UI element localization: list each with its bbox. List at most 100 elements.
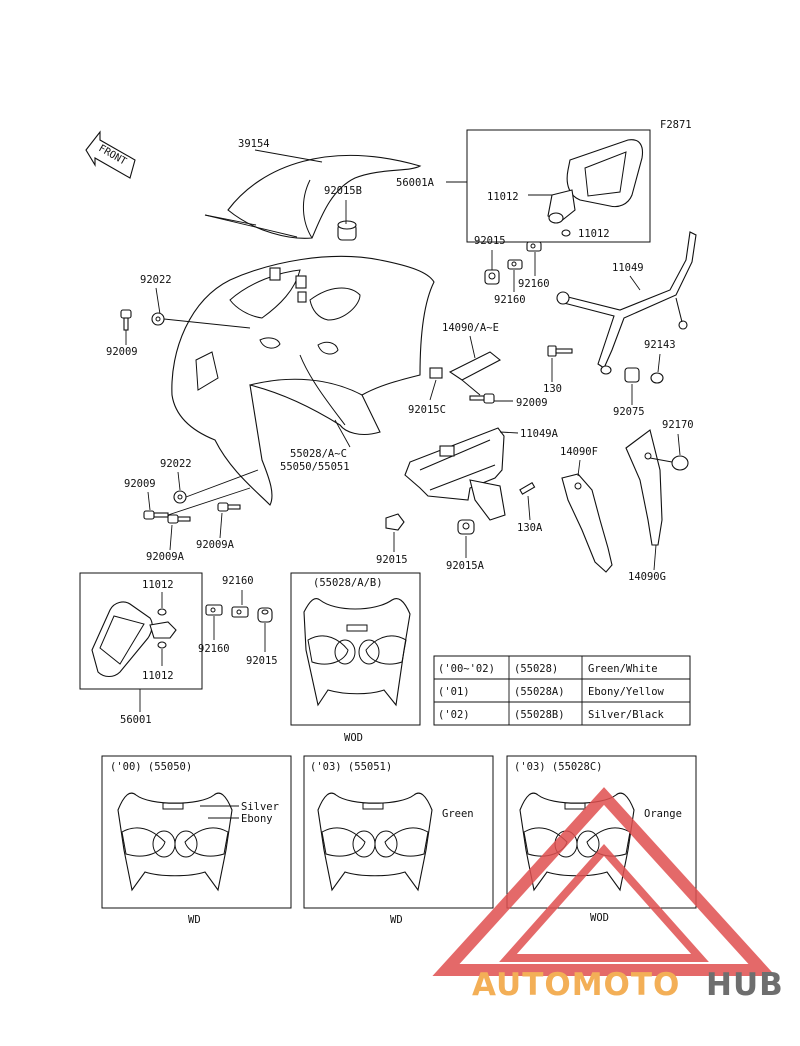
inset-wod-top xyxy=(290,572,421,726)
table-row-1-year: ('00~'02) xyxy=(438,663,495,675)
label-92009-c: 92009 xyxy=(124,478,156,490)
label-92143: 92143 xyxy=(644,339,676,351)
inset-55028C-caption: WOD xyxy=(590,912,609,924)
bolt-130A-icon xyxy=(519,482,536,495)
inset-55050 xyxy=(101,755,292,909)
inset-wod-top-title: (55028/A/B) xyxy=(313,577,383,589)
label-39154: 39154 xyxy=(238,138,270,150)
label-92015A: 92015A xyxy=(446,560,485,572)
inset-wod-top-caption: WOD xyxy=(344,732,363,744)
label-11012-a: 11012 xyxy=(487,191,519,203)
figure-code: F2871 xyxy=(660,119,692,131)
bracket-14090 xyxy=(429,351,501,396)
label-14090: 14090/A~E xyxy=(442,322,499,334)
bolt-92009-b-icon xyxy=(469,393,495,404)
grommet-92170-icon xyxy=(671,455,689,471)
label-92160-a: 92160 xyxy=(494,294,526,306)
mirror-56001-box xyxy=(79,572,203,690)
bolt-92009A-a-icon xyxy=(167,514,191,524)
table-row-1-color: Green/White xyxy=(588,663,658,675)
label-56001A: 56001A xyxy=(396,177,435,189)
inset-55050-color-1: Silver xyxy=(241,801,279,813)
inset-55051-color-1: Green xyxy=(442,808,474,820)
label-130A: 130A xyxy=(517,522,543,534)
bolt-130-icon xyxy=(547,345,573,357)
mirror-56001A xyxy=(547,139,644,224)
cover-14090F xyxy=(561,473,613,573)
cowling-front-view-c xyxy=(317,792,433,892)
cowling-front-view-a xyxy=(303,597,411,707)
label-92015B: 92015B xyxy=(324,185,362,197)
label-11012-d: 11012 xyxy=(142,670,174,682)
label-11049: 11049 xyxy=(612,262,644,274)
mirror-56001 xyxy=(91,601,177,678)
inset-55050-title: ('00) (55050) xyxy=(110,761,192,773)
nut-92160-b-icon xyxy=(526,241,542,252)
label-11049A: 11049A xyxy=(520,428,559,440)
bolt-92009A-b-icon xyxy=(217,502,241,512)
label-92015C: 92015C xyxy=(408,404,446,416)
label-92009A-b: 92009A xyxy=(196,539,235,551)
inset-55028C-color-1: Orange xyxy=(644,808,682,820)
label-92009-b: 92009 xyxy=(516,397,548,409)
table-row-2-color: Ebony/Yellow xyxy=(588,686,665,698)
upper-cowling xyxy=(171,255,435,506)
label-92160-d: 92160 xyxy=(198,643,230,655)
label-14090F: 14090F xyxy=(560,446,598,458)
label-130: 130 xyxy=(543,383,562,395)
grommet-92015-b-icon xyxy=(385,513,405,531)
label-92015-b: 92015 xyxy=(376,554,408,566)
label-92015-a: 92015 xyxy=(474,235,506,247)
stay-11049A xyxy=(404,427,506,521)
label-92022-a: 92022 xyxy=(140,274,172,286)
label-11012-c: 11012 xyxy=(142,579,174,591)
label-92009-a: 92009 xyxy=(106,346,138,358)
washer-92022-icon xyxy=(151,312,165,326)
nut-92160-d-icon xyxy=(231,606,249,618)
cover-14090G xyxy=(625,429,663,546)
color-table: ('00~'02) (55028) Green/White ('01) (550… xyxy=(433,655,691,726)
grommet-92075-icon xyxy=(624,367,640,383)
clip-92143-icon xyxy=(650,372,664,384)
label-92170: 92170 xyxy=(662,419,694,431)
nut-92160-a-icon xyxy=(507,259,523,270)
label-92075: 92075 xyxy=(613,406,645,418)
watermark-text-2: HUB xyxy=(706,967,784,1003)
label-14090G: 14090G xyxy=(628,571,666,583)
table-row-3-part: (55028B) xyxy=(514,709,565,721)
label-56001: 56001 xyxy=(120,714,152,726)
cowling-front-view-b xyxy=(117,792,233,892)
grommet-92015B-icon xyxy=(337,220,357,241)
mirror-56001A-box xyxy=(466,129,651,243)
label-11012-b: 11012 xyxy=(578,228,610,240)
table-row-1-part: (55028) xyxy=(514,663,558,675)
bolt-92009-c-icon xyxy=(143,510,169,520)
label-55050: 55050/55051 xyxy=(280,461,350,473)
label-92015-c: 92015 xyxy=(246,655,278,667)
table-row-2-part: (55028A) xyxy=(514,686,565,698)
label-92022-b: 92022 xyxy=(160,458,192,470)
inset-55051 xyxy=(303,755,494,909)
stay-11049 xyxy=(556,231,697,375)
label-92009A-a: 92009A xyxy=(146,551,185,563)
inset-55050-color-2: Ebony xyxy=(241,813,273,825)
table-row-3-year: ('02) xyxy=(438,709,470,721)
watermark-logo: AUTOMOTO HUB xyxy=(432,787,784,1003)
inset-55051-title: ('03) (55051) xyxy=(310,761,392,773)
inset-55050-caption: WD xyxy=(188,914,201,926)
inset-55028C-title: ('03) (55028C) xyxy=(514,761,603,773)
bolt-92009-icon xyxy=(120,309,132,331)
inset-55051-caption: WD xyxy=(390,914,403,926)
table-row-3-color: Silver/Black xyxy=(588,709,665,721)
label-92160-b: 92160 xyxy=(518,278,550,290)
label-92160-c: 92160 xyxy=(222,575,254,587)
grommet-92015-icon xyxy=(484,269,500,285)
washer-92022-b-icon xyxy=(173,490,187,504)
grommet-92015-c-icon xyxy=(257,607,273,623)
nut-92160-c-icon xyxy=(205,604,223,616)
watermark-text-1: AUTOMOTO xyxy=(472,967,680,1003)
inset-55028C xyxy=(506,755,697,909)
label-55028: 55028/A~C xyxy=(290,448,347,460)
